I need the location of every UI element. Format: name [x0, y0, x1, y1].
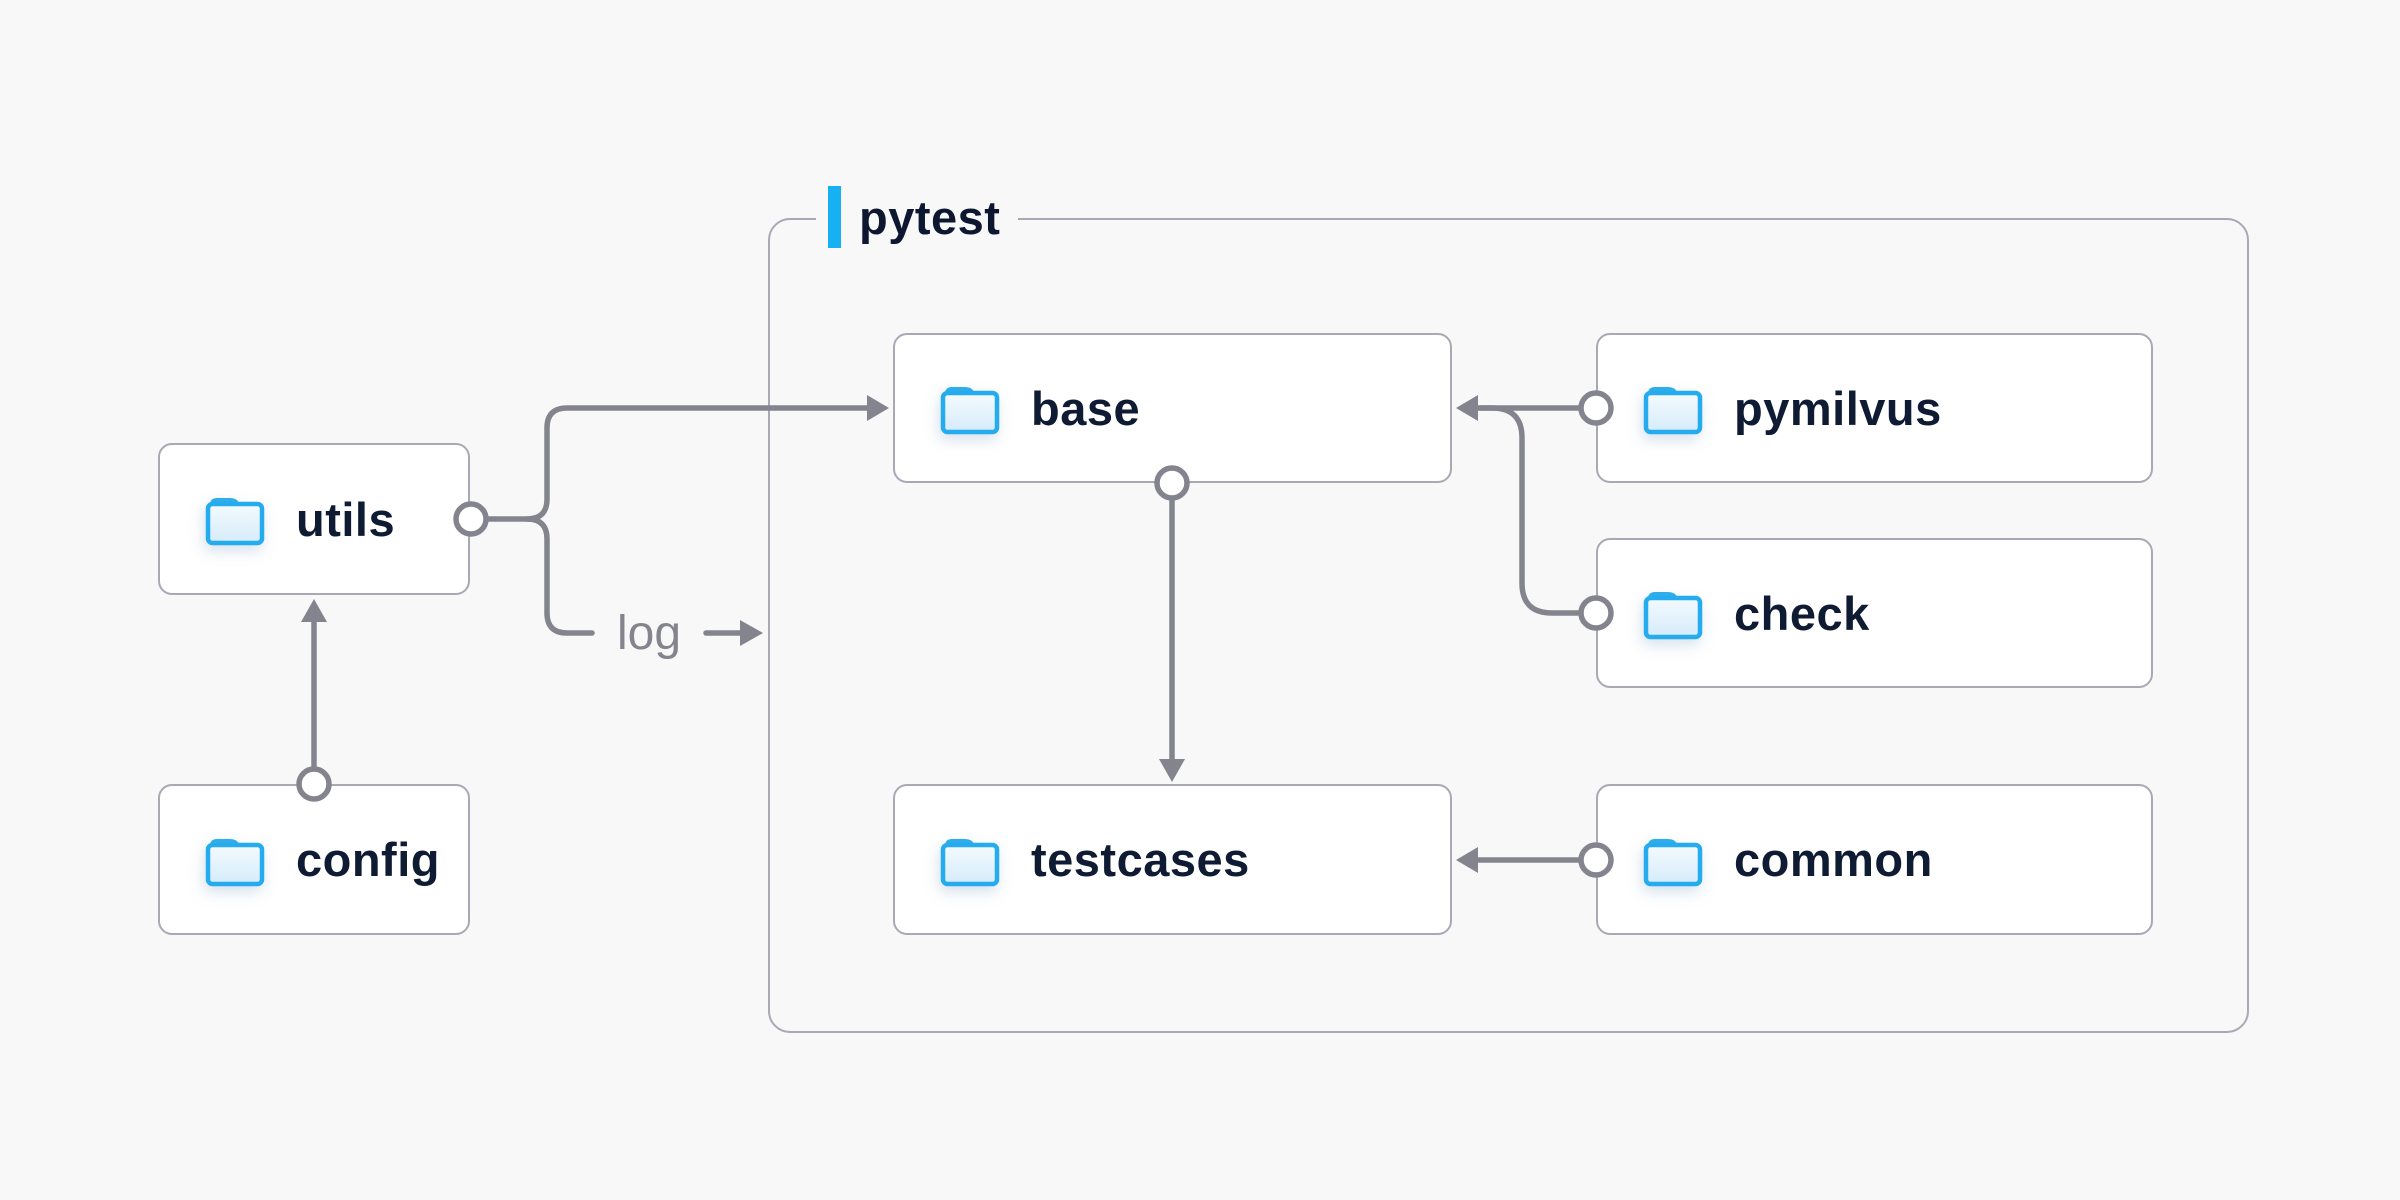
node-label: common [1734, 833, 1933, 886]
folder-icon [1643, 387, 1703, 435]
node-base: base [893, 333, 1452, 483]
accent-bar [828, 186, 841, 248]
node-testcases: testcases [893, 784, 1452, 935]
arrowhead [301, 599, 327, 622]
node-label: base [1031, 381, 1141, 435]
folder-icon [940, 387, 1000, 435]
edge-config-utils [301, 599, 327, 772]
pytest-group-label: pytest [816, 186, 1019, 248]
node-check: check [1596, 538, 2153, 688]
node-label: utils [296, 492, 396, 546]
node-label: check [1734, 586, 1870, 640]
arrowhead [740, 620, 763, 646]
node-label: pymilvus [1734, 381, 1942, 435]
node-config: config [158, 784, 470, 935]
node-common: common [1596, 784, 2153, 935]
pytest-group: pytest [768, 186, 2249, 1033]
edge-label-log: log [617, 607, 681, 660]
pytest-group-title: pytest [859, 190, 1001, 244]
node-label: config [296, 833, 440, 886]
node-utils: utils [158, 443, 470, 595]
node-label: testcases [1031, 833, 1250, 886]
folder-icon [1643, 838, 1703, 886]
folder-icon [1643, 592, 1703, 640]
node-pymilvus: pymilvus [1596, 333, 2153, 483]
folder-icon [940, 838, 1000, 886]
folder-icon [205, 498, 265, 546]
edge-utils-log: log [524, 516, 763, 660]
folder-icon [205, 838, 265, 886]
